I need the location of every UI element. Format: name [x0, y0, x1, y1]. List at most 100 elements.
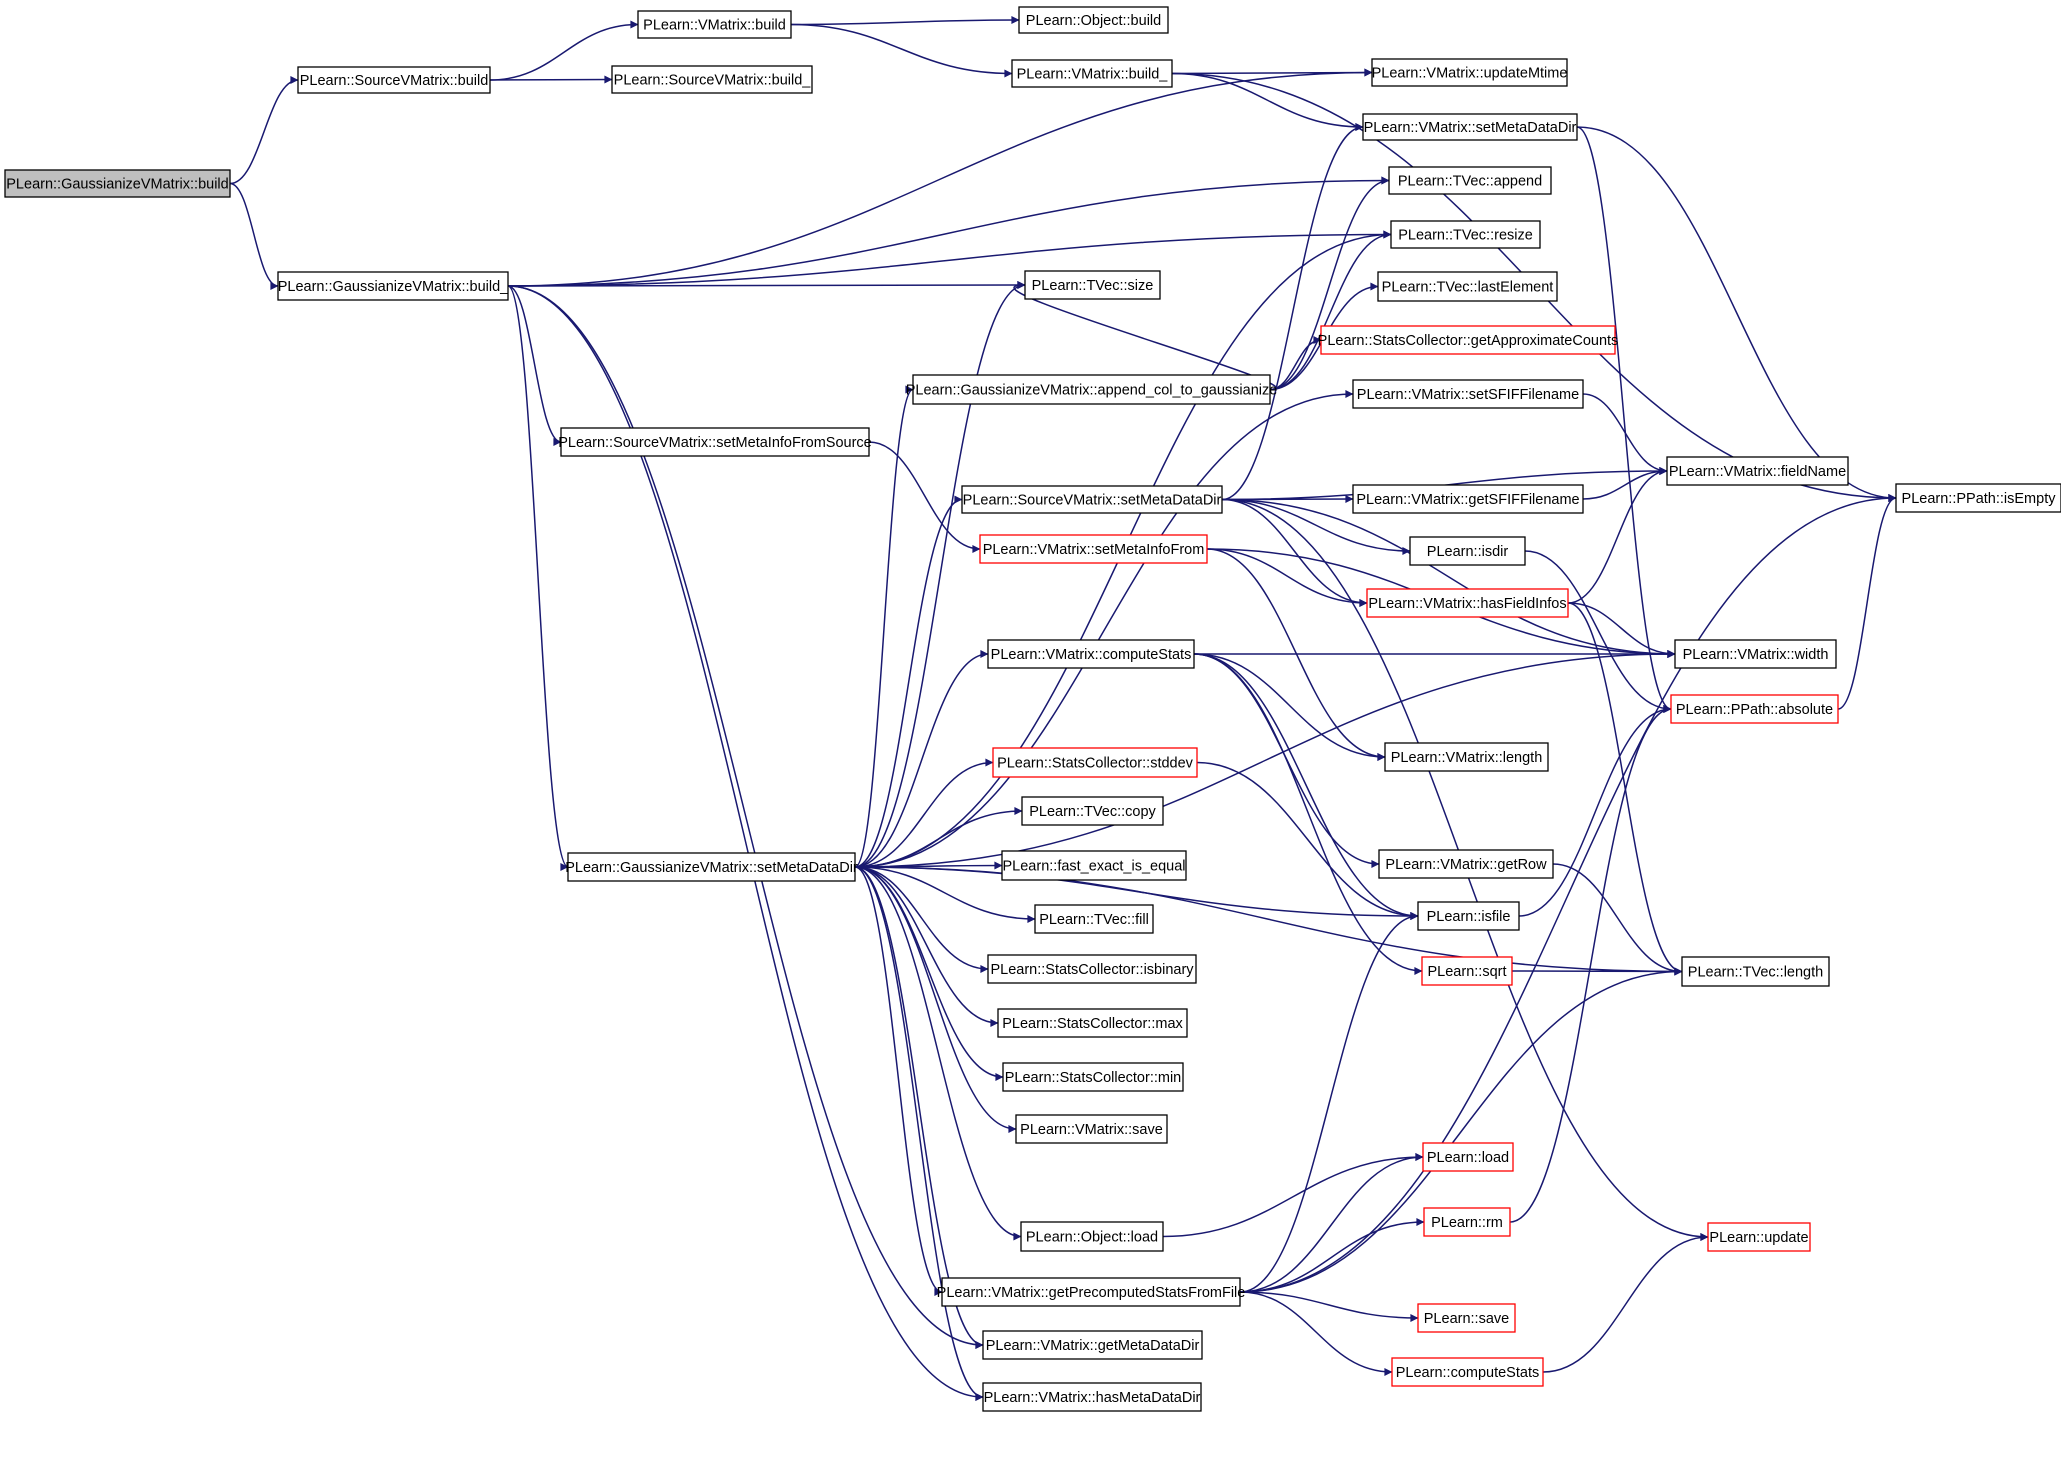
node-box [982, 1382, 1202, 1412]
graph-node-sc-max[interactable]: PLearn::StatsCollector::max [997, 1008, 1188, 1038]
graph-node-vm-setSFIF[interactable]: PLearn::VMatrix::setSFIFFilename [1352, 379, 1584, 409]
edge-src_build-to-src_build_ [489, 75, 613, 84]
graph-node-tv-length[interactable]: PLearn::TVec::length [1681, 956, 1830, 987]
graph-node-tv-size[interactable]: PLearn::TVec::size [1024, 270, 1161, 300]
graph-node-obj-load[interactable]: PLearn::Object::load [1020, 1221, 1164, 1252]
graph-node-tv-lastElement[interactable]: PLearn::TVec::lastElement [1377, 271, 1558, 302]
edge-vm_hasFieldInfos-to-tv_length [1567, 602, 1683, 976]
node-box [1422, 1142, 1514, 1172]
edge-src_setMetaInfo-to-vm_setMetaInfoFrom [868, 441, 981, 553]
graph-node-load[interactable]: PLearn::load [1422, 1142, 1514, 1172]
graph-node-src-build-[interactable]: PLearn::SourceVMatrix::build_ [611, 65, 813, 94]
edge-gv_setMetaDataDir-to-vm_getMetaDataDir [854, 866, 984, 1349]
node-label: PLearn::StatsCollector::max [1002, 1016, 1183, 1032]
graph-node-vm-getPrecomp[interactable]: PLearn::VMatrix::getPrecomputedStatsFrom… [937, 1277, 1246, 1307]
node-label: PLearn::VMatrix::setMetaDataDir [1364, 120, 1577, 136]
node-label: PLearn::GaussianizeVMatrix::build_ [278, 279, 509, 295]
graph-node-src-setMetaDataDir[interactable]: PLearn::SourceVMatrix::setMetaDataDir [961, 485, 1223, 514]
graph-node-isfile[interactable]: PLearn::isfile [1417, 901, 1520, 931]
graph-node-tv-copy[interactable]: PLearn::TVec::copy [1021, 796, 1164, 826]
graph-node-sqrt[interactable]: PLearn::sqrt [1421, 956, 1513, 986]
edge-sc_stddev-to-isfile [1196, 761, 1419, 920]
graph-node-tv-fill[interactable]: PLearn::TVec::fill [1034, 904, 1154, 934]
graph-node-vm-hasMetaDataDir[interactable]: PLearn::VMatrix::hasMetaDataDir [982, 1382, 1202, 1412]
graph-node-rm[interactable]: PLearn::rm [1423, 1207, 1511, 1237]
graph-node-sc-stddev[interactable]: PLearn::StatsCollector::stddev [992, 747, 1198, 778]
edge-vm_getRow-to-tv_length [1552, 863, 1683, 976]
graph-node-vm-hasFieldInfos[interactable]: PLearn::VMatrix::hasFieldInfos [1366, 588, 1569, 618]
edge-gv_setMetaDataDir-to-tv_size [854, 281, 1026, 868]
graph-node-vm-setMetaDataDir[interactable]: PLearn::VMatrix::setMetaDataDir [1362, 113, 1578, 141]
call-edge [854, 866, 1022, 1241]
edge-gv_build_-to-vm_getMetaDataDir [507, 285, 984, 1349]
graph-node-vm-width[interactable]: PLearn::VMatrix::width [1674, 639, 1837, 669]
graph-node-src-build[interactable]: PLearn::SourceVMatrix::build [297, 66, 491, 94]
node-label: PLearn::computeStats [1396, 1365, 1539, 1381]
graph-node-gv-setMetaDataDir[interactable]: PLearn::GaussianizeVMatrix::setMetaDataD… [565, 852, 858, 882]
edge-vm_computeStats-to-sqrt [1193, 653, 1423, 975]
node-box [1409, 536, 1526, 566]
edge-gv_setMetaDataDir-to-vm_setSFIF [854, 390, 1354, 868]
edge-src_setMetaDataDir-to-vm_hasFieldInfos [1221, 498, 1368, 607]
graph-node-vm-save[interactable]: PLearn::VMatrix::save [1015, 1114, 1168, 1144]
node-label: PLearn::VMatrix::fieldName [1669, 464, 1846, 480]
graph-node-save[interactable]: PLearn::save [1417, 1303, 1516, 1333]
node-box [912, 374, 1271, 405]
node-label: PLearn::save [1424, 1311, 1509, 1327]
edge-gv_build_-to-vm_updateMtime [507, 68, 1373, 287]
graph-node-vm-updateMtime[interactable]: PLearn::VMatrix::updateMtime [1371, 58, 1568, 87]
node-box [1352, 484, 1584, 514]
graph-node-sc-min[interactable]: PLearn::StatsCollector::min [1002, 1062, 1184, 1092]
graph-node-pp-absolute[interactable]: PLearn::PPath::absolute [1670, 694, 1839, 724]
call-edge [1206, 548, 1386, 761]
edge-vm_getPrecomp-to-pp_isEmpty [1239, 494, 1897, 1293]
graph-node-obj-build[interactable]: PLearn::Object::build [1018, 6, 1169, 34]
graph-node-vm-setMetaInfoFrom[interactable]: PLearn::VMatrix::setMetaInfoFrom [979, 534, 1208, 564]
edge-layer [229, 16, 1897, 1401]
graph-node-vm-getMetaDataDir[interactable]: PLearn::VMatrix::getMetaDataDir [982, 1330, 1203, 1360]
call-edge [1193, 653, 1386, 761]
graph-node-tv-resize[interactable]: PLearn::TVec::resize [1390, 220, 1541, 249]
graph-node-vm-getRow[interactable]: PLearn::VMatrix::getRow [1378, 849, 1554, 879]
edge-gv_setMetaDataDir-to-tv_length [854, 866, 1683, 976]
graph-node-gv-build-[interactable]: PLearn::GaussianizeVMatrix::build_ [277, 271, 509, 301]
edge-gv_build_-to-tv_append [507, 176, 1390, 287]
graph-node-fast-exact[interactable]: PLearn::fast_exact_is_equal [1001, 850, 1187, 881]
graph-node-gv-append-col[interactable]: PLearn::GaussianizeVMatrix::append_col_t… [906, 374, 1278, 405]
edge-gv_setMetaDataDir-to-sc_isbinary [854, 866, 989, 973]
node-box [961, 485, 1223, 514]
graph-node-vm-getSFIF[interactable]: PLearn::VMatrix::getSFIFFilename [1352, 484, 1584, 514]
graph-node-tv-append[interactable]: PLearn::TVec::append [1388, 166, 1552, 195]
call-edge [1193, 653, 1419, 920]
graph-node-update[interactable]: PLearn::update [1707, 1222, 1811, 1252]
call-edge [1221, 498, 1676, 658]
graph-node-isdir[interactable]: PLearn::isdir [1409, 536, 1526, 566]
graph-node-sc-isbinary[interactable]: PLearn::StatsCollector::isbinary [987, 954, 1197, 984]
node-box [1018, 6, 1169, 34]
node-box [1001, 850, 1187, 881]
graph-node-vm-build-[interactable]: PLearn::VMatrix::build_ [1011, 59, 1173, 88]
graph-node-computeStats[interactable]: PLearn::computeStats [1391, 1357, 1544, 1387]
node-label: PLearn::StatsCollector::min [1005, 1070, 1182, 1086]
graph-node-src-setMetaInfo[interactable]: PLearn::SourceVMatrix::setMetaInfoFromSo… [558, 427, 872, 457]
graph-node-gv-build[interactable]: PLearn::GaussianizeVMatrix::build [4, 169, 231, 198]
call-edge [854, 866, 984, 1401]
call-edge [868, 441, 981, 553]
node-label: PLearn::SourceVMatrix::setMetaInfoFromSo… [558, 435, 872, 451]
graph-node-vm-computeStats[interactable]: PLearn::VMatrix::computeStats [987, 639, 1195, 669]
node-label: PLearn::update [1709, 1230, 1808, 1246]
node-box [297, 66, 491, 94]
node-box [637, 10, 792, 39]
graph-node-vm-build[interactable]: PLearn::VMatrix::build [637, 10, 792, 39]
graph-node-vm-length[interactable]: PLearn::VMatrix::length [1384, 742, 1549, 772]
node-label: PLearn::GaussianizeVMatrix::build [6, 177, 228, 193]
edge-gv_build-to-src_build [229, 76, 299, 185]
edge-gv_build_-to-src_setMetaInfo [507, 285, 562, 446]
graph-node-pp-isEmpty[interactable]: PLearn::PPath::isEmpty [1895, 483, 2061, 513]
graph-node-vm-fieldName[interactable]: PLearn::VMatrix::fieldName [1666, 456, 1849, 486]
node-label: PLearn::isfile [1427, 909, 1511, 925]
call-edge [1269, 176, 1390, 391]
graph-node-sc-getApproxCounts[interactable]: PLearn::StatsCollector::getApproximateCo… [1318, 325, 1619, 355]
node-label: PLearn::StatsCollector::isbinary [990, 962, 1194, 978]
node-label: PLearn::isdir [1427, 544, 1509, 560]
